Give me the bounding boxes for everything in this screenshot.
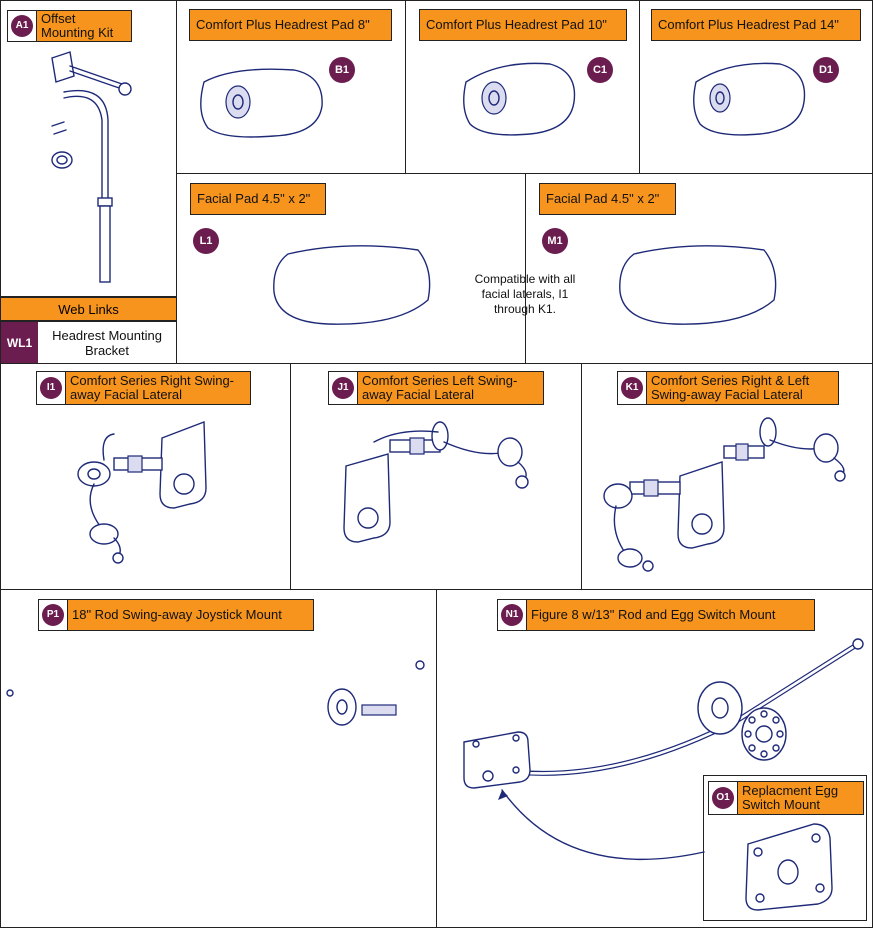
part-title: Figure 8 w/13" Rod and Egg Switch Mount	[527, 600, 814, 630]
label-n1[interactable]: N1 Figure 8 w/13" Rod and Egg Switch Mou…	[497, 599, 815, 631]
part-badge: O1	[712, 787, 734, 809]
part-title: Facial Pad 4.5" x 2"	[191, 184, 317, 214]
figure-8-holes	[744, 710, 784, 758]
label-i1[interactable]: I1 Comfort Series Right Swing-away Facia…	[36, 371, 251, 405]
part-title: Comfort Plus Headrest Pad 10"	[420, 10, 613, 40]
part-title: Comfort Series Right Swing-away Facial L…	[66, 372, 250, 404]
cell-a1	[0, 0, 177, 297]
right-left-facial-lateral-illustration	[603, 417, 846, 572]
egg-switch-mount-illustration	[745, 823, 833, 911]
part-badge: J1	[332, 377, 354, 399]
web-link-tag: WL1	[1, 322, 38, 363]
label-p1[interactable]: P1 18" Rod Swing-away Joystick Mount	[38, 599, 314, 631]
label-c1[interactable]: Comfort Plus Headrest Pad 10"	[419, 9, 627, 41]
right-facial-lateral-illustration	[77, 420, 207, 564]
part-title: Comfort Plus Headrest Pad 14"	[652, 10, 845, 40]
joystick-mount-illustration	[6, 660, 425, 785]
label-a1[interactable]: A1 Offset Mounting Kit	[7, 10, 132, 42]
part-badge: P1	[42, 604, 64, 626]
part-title: Comfort Series Left Swing-away Facial La…	[358, 372, 543, 404]
part-badge: K1	[621, 377, 643, 399]
label-o1[interactable]: O1 Replacment Egg Switch Mount	[708, 781, 864, 815]
web-links-header: Web Links	[0, 297, 177, 321]
facial-pad-m1-illustration	[619, 245, 777, 325]
facial-pad-l1-illustration	[273, 245, 431, 325]
web-link-label[interactable]: Headrest Mounting Bracket	[52, 327, 162, 358]
part-badge: I1	[40, 377, 62, 399]
compat-note: Compatible with all facial laterals, I1 …	[474, 272, 576, 316]
label-d1[interactable]: Comfort Plus Headrest Pad 14"	[651, 9, 861, 41]
left-facial-lateral-illustration	[343, 421, 529, 543]
part-title: Facial Pad 4.5" x 2"	[540, 184, 666, 214]
badge-b1: B1	[329, 57, 355, 83]
part-title: Replacment Egg Switch Mount	[738, 782, 863, 814]
part-badge: A1	[11, 15, 33, 37]
badge-m1: M1	[542, 228, 568, 254]
part-title: Offset Mounting Kit	[37, 11, 131, 41]
label-j1[interactable]: J1 Comfort Series Left Swing-away Facial…	[328, 371, 544, 405]
headrest-pad-14-illustration	[693, 62, 806, 136]
part-badge: N1	[501, 604, 523, 626]
badge-l1: L1	[193, 228, 219, 254]
badge-d1: D1	[813, 57, 839, 83]
offset-mounting-kit-illustration	[51, 51, 132, 283]
label-l1[interactable]: Facial Pad 4.5" x 2"	[190, 183, 326, 215]
part-title: 18" Rod Swing-away Joystick Mount	[68, 600, 313, 630]
headrest-pad-10-illustration	[463, 62, 576, 136]
web-link-item[interactable]: WL1 Headrest Mounting Bracket	[0, 321, 177, 364]
label-k1[interactable]: K1 Comfort Series Right & Left Swing-awa…	[617, 371, 839, 405]
figure-8-egg-switch-illustration	[463, 638, 864, 861]
badge-c1: C1	[587, 57, 613, 83]
label-m1[interactable]: Facial Pad 4.5" x 2"	[539, 183, 676, 215]
headrest-pad-8-illustration	[200, 68, 323, 138]
label-b1[interactable]: Comfort Plus Headrest Pad 8"	[189, 9, 392, 41]
part-title: Comfort Series Right & Left Swing-away F…	[647, 372, 838, 404]
part-title: Comfort Plus Headrest Pad 8"	[190, 10, 376, 40]
